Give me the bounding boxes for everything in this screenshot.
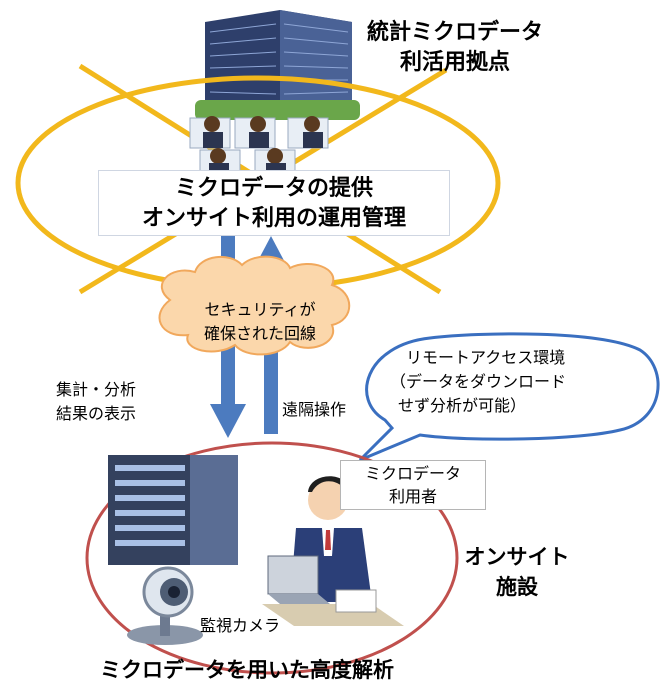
- onsite-line1: オンサイト: [464, 545, 570, 569]
- results-line1: 集計・分析: [56, 380, 137, 399]
- user-at-laptop-icon: [262, 476, 404, 626]
- remote-operation-label: 遠隔操作: [282, 400, 347, 419]
- footer-caption: ミクロデータを用いた高度解析: [100, 658, 394, 682]
- server-building-icon: [108, 455, 238, 565]
- remote-access-text: リモートアクセス環境 （データをダウンロード せず分析が可能）: [388, 346, 650, 418]
- remote-access-line3: せず分析が可能）: [398, 396, 527, 415]
- remote-access-line1: リモートアクセス環境: [406, 348, 566, 367]
- hub-title: 統計ミクロデータ 利活用拠点: [330, 18, 580, 78]
- onsite-facility-label: オンサイト 施設: [444, 542, 590, 602]
- onsite-ring: [85, 441, 459, 675]
- user-label-box: ミクロデータ 利用者: [340, 460, 486, 510]
- results-label: 集計・分析 結果の表示: [56, 378, 216, 426]
- service-line2: オンサイト利用の運用管理: [141, 206, 406, 231]
- hub-title-line2: 利活用拠点: [399, 50, 510, 75]
- cloud-line2: 確保された回線: [203, 324, 316, 343]
- office-workers-icon: [189, 116, 329, 173]
- cloud-line1: セキュリティが: [204, 300, 316, 319]
- webcam-icon: [127, 566, 203, 645]
- remote-access-bubble: [358, 332, 660, 462]
- secure-line-cloud: [158, 255, 351, 356]
- user-line1: ミクロデータ: [364, 464, 461, 483]
- cloud-label: セキュリティが 確保された回線: [185, 298, 335, 346]
- hq-building-icon: [195, 10, 360, 120]
- remote-access-line2: （データをダウンロード: [390, 372, 567, 391]
- user-line2: 利用者: [388, 487, 437, 506]
- hub-title-line1: 統計ミクロデータ: [366, 20, 543, 45]
- results-line2: 結果の表示: [56, 404, 137, 423]
- onsite-line2: 施設: [496, 575, 538, 599]
- service-box: ミクロデータの提供 オンサイト利用の運用管理: [98, 170, 450, 236]
- service-line1: ミクロデータの提供: [174, 176, 373, 201]
- camera-label: 監視カメラ: [200, 616, 281, 635]
